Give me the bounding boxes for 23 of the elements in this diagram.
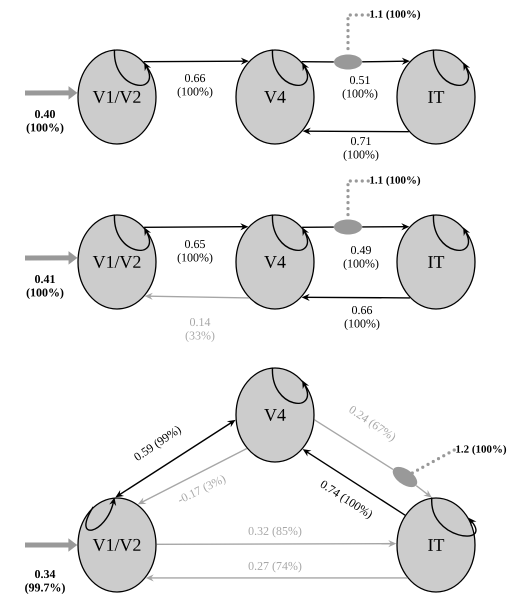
modulator-ellipse <box>334 220 362 234</box>
edge-label: 0.71 (100%) <box>337 136 385 162</box>
edge-label: 0.49 (100%) <box>337 245 385 271</box>
edge-label: -0.17 (3%) <box>175 472 229 508</box>
connector-line <box>314 419 394 470</box>
self-loop-arrow <box>431 498 476 537</box>
edge-label: 0.34 (99.7%) <box>16 569 74 595</box>
value-label: 1.2 (100%) <box>456 445 506 455</box>
edge-label: 0.32 (85%) <box>247 526 303 538</box>
modulator-ellipse <box>334 54 362 70</box>
dotted-line <box>410 448 456 475</box>
value-label: 1.1 (100%) <box>370 10 420 20</box>
edge-label: 0.66 (100%) <box>338 305 386 331</box>
edge-label: 0.51 (100%) <box>336 75 384 101</box>
connector-line <box>302 226 334 228</box>
edge-label: 0.65 (100%) <box>171 239 219 265</box>
edge-label: 0.41 (100%) <box>19 274 71 300</box>
edge-label: 0.14 (33%) <box>176 317 224 343</box>
edge-label: 0.27 (74%) <box>247 560 303 574</box>
edge-label: 0.66 (100%) <box>171 73 219 99</box>
value-label: 1.1 (100%) <box>370 176 420 186</box>
connector-line <box>302 61 334 63</box>
edge-label: 0.40 (100%) <box>19 109 71 135</box>
